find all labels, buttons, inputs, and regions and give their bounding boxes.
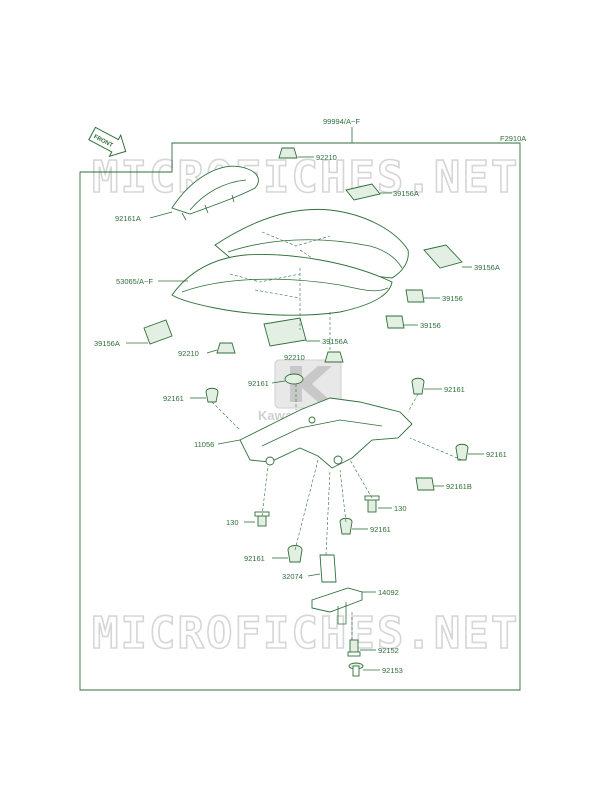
part-grommet-92161-bottom	[287, 545, 303, 563]
part-grommet-92161-right	[411, 377, 425, 395]
part-clip-92210-mid	[324, 351, 344, 363]
callout-92161-bottom: 92161	[244, 554, 265, 563]
part-stay-32074	[319, 554, 337, 583]
part-bracket-11056	[239, 397, 413, 469]
callout-92161B: 92161B	[446, 482, 472, 491]
part-bolt-92152	[347, 639, 361, 657]
callout-99994: 99994/A~F	[323, 117, 360, 126]
callout-39156-upper: 39156	[442, 294, 463, 303]
callout-39156-lower: 39156	[420, 321, 441, 330]
part-grommet-92161-left	[205, 387, 219, 403]
diagram-frame	[79, 142, 521, 691]
callout-92161-low: 92161	[370, 525, 391, 534]
part-clip-92210-left	[216, 342, 236, 354]
part-pad-39156-lower	[385, 315, 405, 329]
part-pad-39156A-right	[423, 244, 463, 269]
part-bolt-130-right	[364, 495, 380, 513]
callout-11056: 11056	[194, 440, 214, 449]
callout-92161-far: 92161	[486, 450, 507, 459]
callout-92161-right: 92161	[444, 385, 465, 394]
callout-32074: 32074	[282, 572, 303, 581]
callout-130-left: 130	[226, 518, 239, 527]
leader-92161A	[149, 211, 173, 219]
callout-39156A-right: 39156A	[474, 263, 500, 272]
part-cowl-53065	[171, 254, 393, 316]
callout-92161-logo: 92161	[248, 379, 269, 388]
callout-39156A-left: 39156A	[94, 339, 120, 348]
watermark-bottom: MICROFICHES.NET	[92, 608, 519, 659]
part-grommet-92161-low	[339, 517, 353, 535]
assembly-guides	[211, 268, 463, 640]
part-clip-92210-top	[278, 147, 298, 159]
callout-92210-mid: 92210	[284, 353, 305, 362]
part-pad-39156A-mid	[263, 317, 307, 347]
part-pad-39156A-top	[345, 183, 381, 201]
figure-code: F2910A	[500, 134, 526, 143]
leader-11056	[217, 439, 241, 445]
part-windshield-small	[171, 165, 259, 221]
watermark-top: MICROFICHES.NET	[92, 152, 519, 203]
callout-14092: 14092	[378, 588, 399, 597]
callout-92161A: 92161A	[115, 214, 141, 223]
leader-92210-left	[206, 349, 218, 354]
part-grommet-92161-far	[455, 443, 469, 461]
callout-130-right: 130	[394, 504, 407, 513]
callout-92210-left: 92210	[178, 349, 199, 358]
callout-92210-top: 92210	[316, 153, 337, 162]
part-pad-39156A-left	[143, 319, 173, 345]
callout-39156A-mid: 39156A	[322, 337, 348, 346]
part-screw-92153	[348, 662, 364, 677]
callout-92153: 92153	[382, 666, 403, 675]
callout-92161-left: 92161	[163, 394, 184, 403]
part-plate-14092	[311, 587, 363, 625]
callout-39156A-top: 39156A	[393, 189, 419, 198]
callout-92152: 92152	[378, 646, 399, 655]
part-pad-92161B	[415, 477, 435, 491]
callout-53065: 53065/A~F	[116, 277, 153, 286]
part-grommet-92161-logo	[284, 373, 304, 385]
leader-92161-logo	[271, 380, 286, 384]
leader-32074	[307, 573, 321, 577]
part-pad-39156-upper	[405, 289, 425, 303]
